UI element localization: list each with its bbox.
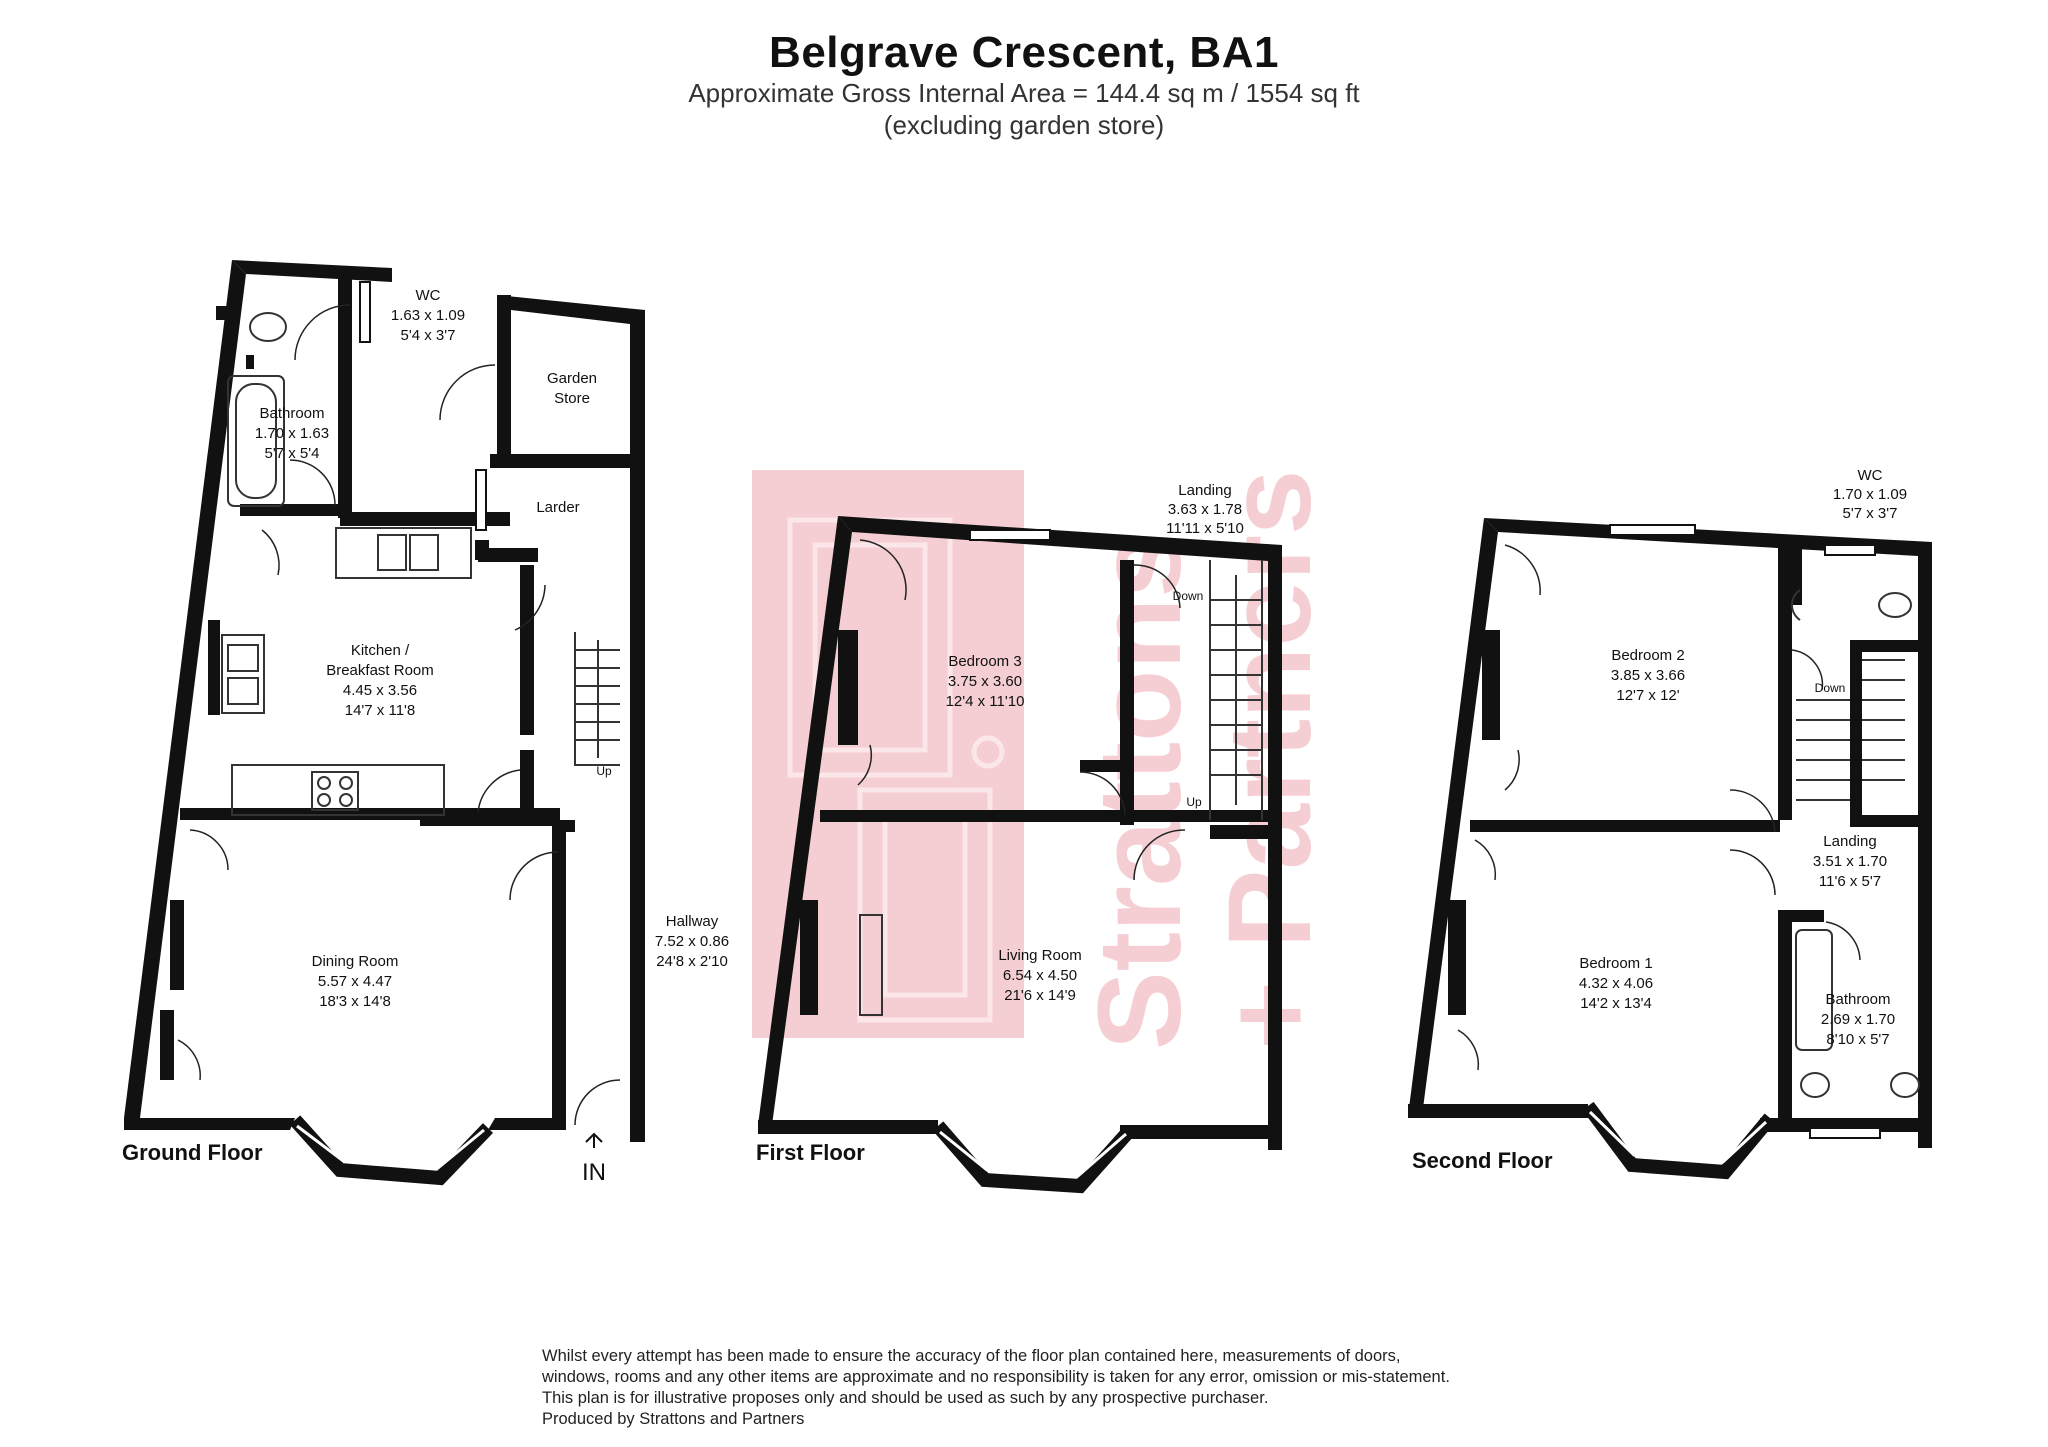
bedroom1-imperial: 14'2 x 13'4 (1580, 995, 1652, 1012)
bedroom3-name: Bedroom 3 (948, 653, 1021, 670)
living-room-imperial: 21'6 x 14'9 (1004, 987, 1076, 1004)
second-wc-metric: 1.70 x 1.09 (1833, 486, 1907, 503)
larder-window (475, 469, 487, 531)
kitchen-metric: 4.45 x 3.56 (343, 682, 417, 699)
bedroom2-metric: 3.85 x 3.66 (1611, 667, 1685, 684)
disclaimer: Whilst every attempt has been made to en… (542, 1346, 1542, 1430)
ground-wc-toilet (249, 312, 287, 342)
second-bathroom-metric: 2.69 x 1.70 (1821, 1011, 1895, 1028)
ground-floor-label: Ground Floor (122, 1140, 263, 1165)
first-stairs-down: Down (1173, 589, 1204, 603)
ground-doors (177, 304, 621, 1126)
second-bathroom-window (1809, 1127, 1881, 1139)
entrance-label: IN (582, 1159, 606, 1186)
second-bathroom-imperial: 8'10 x 5'7 (1826, 1031, 1889, 1048)
entrance-arrow-icon (585, 1132, 603, 1148)
ground-wc-metric: 1.63 x 1.09 (391, 307, 465, 324)
area-subtitle: Approximate Gross Internal Area = 144.4 … (688, 78, 1360, 108)
hallway-metric: 7.52 x 0.86 (655, 933, 729, 950)
ground-floor-plan: WC 1.63 x 1.09 5'4 x 3'7 Bathroom 1.70 x… (122, 260, 729, 1186)
ground-bathroom-name: Bathroom (259, 405, 324, 422)
plan-title: Belgrave Crescent, BA1 (769, 28, 1279, 77)
first-bay-window (932, 1121, 1136, 1194)
hallway-imperial: 24'8 x 2'10 (656, 953, 728, 970)
bedroom3-imperial: 12'4 x 11'10 (946, 693, 1025, 710)
living-room-name: Living Room (998, 947, 1081, 964)
kitchen-sink-left (221, 634, 265, 714)
ground-fixtures (221, 312, 620, 816)
ground-stair-outline (574, 632, 620, 766)
second-bath (1795, 929, 1833, 1051)
ground-wc-name: WC (416, 287, 441, 304)
first-floor-label: First Floor (756, 1140, 865, 1165)
watermark-block (752, 470, 1024, 1038)
second-bathroom-name: Bathroom (1825, 991, 1890, 1008)
bedroom2-window (1609, 524, 1696, 536)
garden-store-name-2: Store (554, 390, 590, 407)
kitchen-name-2: Breakfast Room (326, 662, 434, 679)
hob-icon (311, 771, 359, 811)
second-floor-plan: WC 1.70 x 1.09 5'7 x 3'7 Bedroom 2 3.85 … (1408, 467, 1932, 1180)
hallway-name: Hallway (666, 913, 719, 930)
disclaimer-line: Whilst every attempt has been made to en… (542, 1347, 1401, 1365)
first-fireplace (859, 914, 883, 1016)
bedroom2-name: Bedroom 2 (1611, 647, 1684, 664)
kitchen-counter-bottom (231, 764, 445, 816)
second-bath-basin (1890, 1072, 1920, 1098)
bedroom1-metric: 4.32 x 4.06 (1579, 975, 1653, 992)
second-landing-imperial: 11'6 x 5'7 (1819, 873, 1881, 890)
dining-room-name: Dining Room (312, 953, 399, 970)
second-fixtures (1791, 589, 1920, 1098)
dining-room-imperial: 18'3 x 14'8 (319, 993, 391, 1010)
second-wc-basin (1791, 589, 1801, 621)
second-floor-walls (1408, 518, 1932, 1148)
ground-wc-imperial: 5'4 x 3'7 (401, 327, 456, 344)
first-landing-name: Landing (1178, 482, 1231, 499)
second-wc-window (1824, 544, 1876, 556)
bedroom1-name: Bedroom 1 (1579, 955, 1652, 972)
disclaimer-line: Produced by Strattons and Partners (542, 1410, 805, 1428)
first-stairs (859, 560, 1263, 1016)
living-room-metric: 6.54 x 4.50 (1003, 967, 1077, 984)
bedroom3-window (969, 529, 1051, 541)
ground-stairs-up: Up (596, 764, 612, 778)
wc-window (359, 281, 371, 343)
second-bay-window (1582, 1101, 1776, 1180)
garden-store-name-1: Garden (547, 370, 597, 387)
second-landing-metric: 3.51 x 1.70 (1813, 853, 1887, 870)
first-landing-metric: 3.63 x 1.78 (1168, 501, 1242, 518)
second-doors (1457, 544, 1861, 1071)
kitchen-counter-top (335, 527, 472, 579)
bedroom3-metric: 3.75 x 3.60 (948, 673, 1022, 690)
watermark-text-1: Strattons (1074, 532, 1206, 1050)
ground-bathroom-imperial: 5'7 x 5'4 (265, 445, 320, 462)
second-wc-toilet (1878, 592, 1912, 618)
first-landing-imperial: 11'11 x 5'10 (1166, 520, 1244, 537)
kitchen-name-1: Kitchen / (351, 642, 410, 659)
area-note: (excluding garden store) (883, 110, 1165, 140)
first-doors (857, 539, 1186, 881)
disclaimer-line: windows, rooms and any other items are a… (542, 1368, 1450, 1386)
second-floor-label: Second Floor (1412, 1148, 1553, 1173)
dining-room-metric: 5.57 x 4.47 (318, 973, 392, 990)
first-floor-plan: Landing 3.63 x 1.78 11'11 x 5'10 Bedroom… (756, 482, 1282, 1194)
kitchen-imperial: 14'7 x 11'8 (345, 702, 416, 719)
first-floor-walls (758, 516, 1282, 1150)
second-wc-name: WC (1858, 467, 1883, 484)
ground-bay-window (289, 1115, 494, 1186)
ground-bathroom-metric: 1.70 x 1.63 (255, 425, 329, 442)
second-wc-imperial: 5'7 x 3'7 (1843, 505, 1898, 522)
disclaimer-line: This plan is for illustrative proposes o… (542, 1389, 1269, 1407)
bedroom2-imperial: 12'7 x 12' (1616, 687, 1679, 704)
larder-name: Larder (536, 499, 579, 516)
second-bath-toilet (1800, 1072, 1830, 1098)
second-stairs-down: Down (1815, 681, 1846, 695)
ground-bath (227, 375, 285, 507)
second-landing-name: Landing (1823, 833, 1876, 850)
first-stairs-up: Up (1186, 795, 1202, 809)
